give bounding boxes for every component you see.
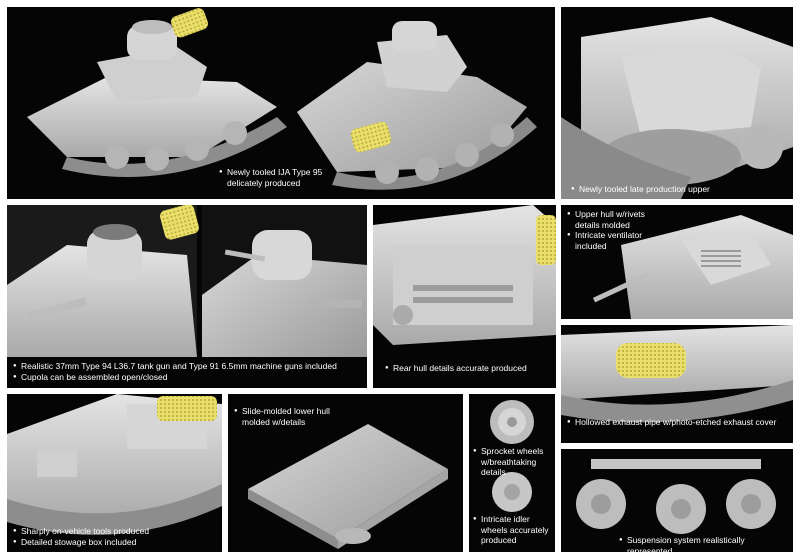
caption-block: Newly tooled IJA Type 95 delicately prod… [219,167,359,188]
caption-block: Suspension system realistically represen… [619,535,791,552]
caption-item: Slide-molded lower hull molded w/details [234,406,344,427]
caption-block: Rear hull details accurate produced [385,363,550,374]
panel-wheels: Sprocket wheels w/breathtaking details I… [469,394,555,552]
panel-tools-stowage: Sharply on-vehicle tools produced Detail… [7,394,222,552]
caption-block: Sprocket wheels w/breathtaking details [473,446,553,478]
caption-block: Sharply on-vehicle tools produced Detail… [13,526,218,547]
caption-block: Upper hull w/rivets details molded Intri… [567,209,667,251]
caption-item: Intricate ventilator included [567,230,667,251]
caption-item: Intricate idler wheels accurately produc… [473,514,553,546]
panel-turrets: Realistic 37mm Type 94 L36.7 tank gun an… [7,205,367,388]
panel-upper-hull-rivets: Upper hull w/rivets details molded Intri… [561,205,793,319]
caption-item: Sprocket wheels w/breathtaking details [473,446,553,478]
caption-item: Upper hull w/rivets details molded [567,209,667,230]
wheels-illustration [490,400,534,512]
panel-two-tanks: Newly tooled IJA Type 95 delicately prod… [7,7,555,199]
caption-item: Detailed stowage box included [13,537,218,548]
sprocket-wheel [490,400,534,444]
caption-block: Hollowed exhaust pipe w/photo-etched exh… [567,417,789,428]
caption-item: Newly tooled IJA Type 95 delicately prod… [219,167,359,188]
caption-item: Realistic 37mm Type 94 L36.7 tank gun an… [13,361,363,372]
suspension-illustration [576,459,776,534]
turret-illustration [7,205,367,357]
caption-item: Cupola can be assembled open/closed [13,372,363,383]
exhaust-illustration [561,325,793,423]
caption-block: Realistic 37mm Type 94 L36.7 tank gun an… [13,361,363,382]
caption-item: Rear hull details accurate produced [385,363,550,374]
caption-block: Slide-molded lower hull molded w/details [234,406,344,427]
panel-lower-hull: Slide-molded lower hull molded w/details [228,394,463,552]
tank-right [297,21,537,190]
tank-left [27,8,287,177]
lower-hull-illustration [248,424,448,549]
caption-item: Hollowed exhaust pipe w/photo-etched exh… [567,417,789,428]
upper-hull-illustration [561,17,793,199]
caption-item: Suspension system realistically represen… [619,535,791,552]
caption-item: Newly tooled late production upper [571,184,786,195]
caption-block: Intricate idler wheels accurately produc… [473,514,553,546]
caption-block: Newly tooled late production upper [571,184,786,195]
rear-hull-illustration [373,205,556,345]
caption-item: Sharply on-vehicle tools produced [13,526,218,537]
panel-exhaust: Hollowed exhaust pipe w/photo-etched exh… [561,325,793,443]
panel-late-upper: Newly tooled late production upper [561,7,793,199]
panel-rear-hull: Rear hull details accurate produced [373,205,556,388]
panel-suspension: Suspension system realistically represen… [561,449,793,552]
idler-wheel [492,472,532,512]
tools-illustration [7,394,222,535]
